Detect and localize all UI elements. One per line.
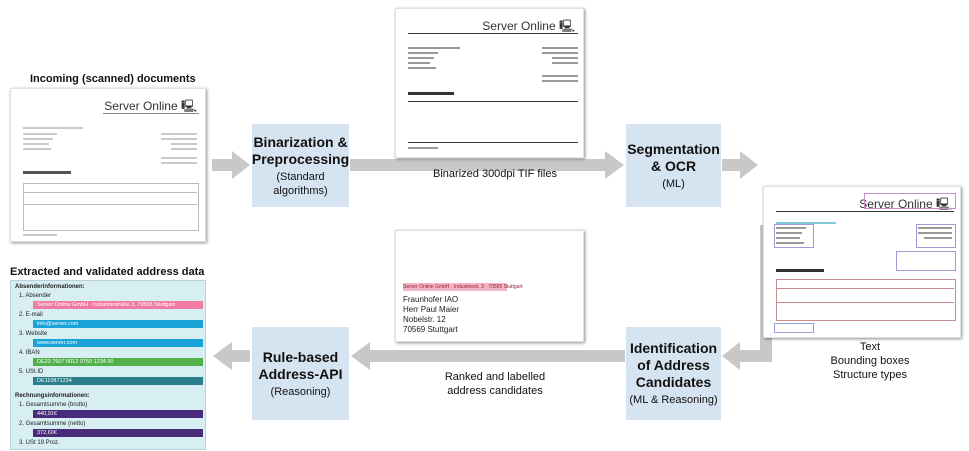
sender-field-value: Server Online GmbH · Industriestraße 3, … (33, 301, 203, 309)
identification-title-1: Identification (629, 340, 718, 356)
arrow-to-ocr-output (722, 151, 758, 179)
email-field-label: 2. E-mail (19, 312, 43, 318)
binarization-subtitle: (Standard algorithms) (273, 170, 328, 197)
binarization-title-2: Preprocessing (251, 150, 350, 167)
iban-field-value: DE23 7607 0012 0750 1234 00 (33, 358, 203, 366)
identification-title-2: of Address (637, 357, 710, 373)
binarized-document: Server Online 🖳 (395, 8, 584, 158)
identification-box: Identification of Address Candidates (ML… (626, 327, 721, 420)
ranked-caption-1: Ranked and labelled (444, 371, 546, 383)
binarized-doc-logo: Server Online 🖳 (482, 19, 575, 33)
arrow-to-address-api (351, 342, 625, 370)
invoice-section-title: Rechnungsinformationen: (15, 393, 90, 399)
sender-section-title: Absenderinformationen: (15, 284, 85, 290)
net-total-value: 372,60€ (33, 429, 203, 437)
address-line-4: 70569 Stuttgart (403, 325, 458, 334)
segmentation-title-2: & OCR (650, 157, 697, 174)
vatid-field-value: DE110871234 (33, 377, 203, 385)
vatid-field-label: 5. USt.ID (19, 369, 44, 375)
identification-subtitle: (ML & Reasoning) (629, 394, 718, 406)
ocr-caption-bboxes: Bounding boxes (830, 355, 910, 367)
arrow-to-extracted-data (213, 342, 250, 370)
address-api-subtitle: (Reasoning) (270, 385, 331, 398)
sender-field-label: 1. Absender (19, 293, 52, 299)
gross-total-label: 1. Gesamtsumme (brutto) (19, 402, 88, 408)
gross-total-value: 440,91€ (33, 410, 203, 418)
iban-field-label: 4. IBAN (19, 350, 40, 356)
incoming-document: Server Online 🖳 (10, 88, 206, 242)
segmentation-subtitle: (ML) (662, 177, 685, 190)
segmented-document: Server Online 🖳 (763, 186, 961, 338)
vat-label: 3. USt 19 Proz. (19, 440, 60, 446)
net-total-label: 2. Gesamtsumme (netto) (19, 421, 86, 427)
binarization-box: Binarization & Preprocessing (Standard a… (252, 124, 349, 207)
extracted-data-panel: Absenderinformationen: 1. Absender Serve… (10, 280, 206, 450)
address-line-1: Fraunhofer IAO (403, 295, 459, 304)
binarization-title-1: Binarization & (253, 133, 348, 150)
address-api-box: Rule-based Address-API (Reasoning) (252, 327, 349, 420)
identification-title-3: Candidates (635, 374, 712, 390)
segmented-doc-logo: Server Online 🖳 (859, 197, 952, 211)
incoming-doc-logo: Server Online 🖳 (104, 99, 197, 113)
ranked-caption-2: address candidates (447, 385, 543, 397)
address-line-2: Herr Paul Maier (403, 305, 460, 314)
address-candidate-document: Server Online GmbH · Industriestr. 3 · 7… (395, 230, 584, 342)
arrow-to-segmentation (350, 151, 624, 179)
address-api-title-2: Address-API (258, 365, 343, 382)
address-api-title-1: Rule-based (262, 348, 339, 365)
email-field-value: info@server.com (33, 320, 203, 328)
extracted-data-heading: Extracted and validated address data (10, 266, 205, 278)
website-field-label: 3. Website (19, 331, 48, 337)
website-field-value: www.server.com (33, 339, 203, 347)
ocr-caption-text: Text (859, 341, 881, 353)
arrow-to-binarization (212, 151, 250, 179)
segmentation-box: Segmentation & OCR (ML) (626, 124, 721, 207)
incoming-documents-heading: Incoming (scanned) documents (30, 73, 196, 85)
binarized-caption: Binarized 300dpi TIF files (433, 168, 557, 180)
ocr-caption-structure: Structure types (833, 369, 907, 381)
address-line-3: Nobelstr. 12 (403, 315, 446, 324)
sender-line-highlight: Server Online GmbH · Industriestr. 3 · 7… (403, 283, 523, 291)
segmentation-title-1: Segmentation (627, 140, 720, 157)
